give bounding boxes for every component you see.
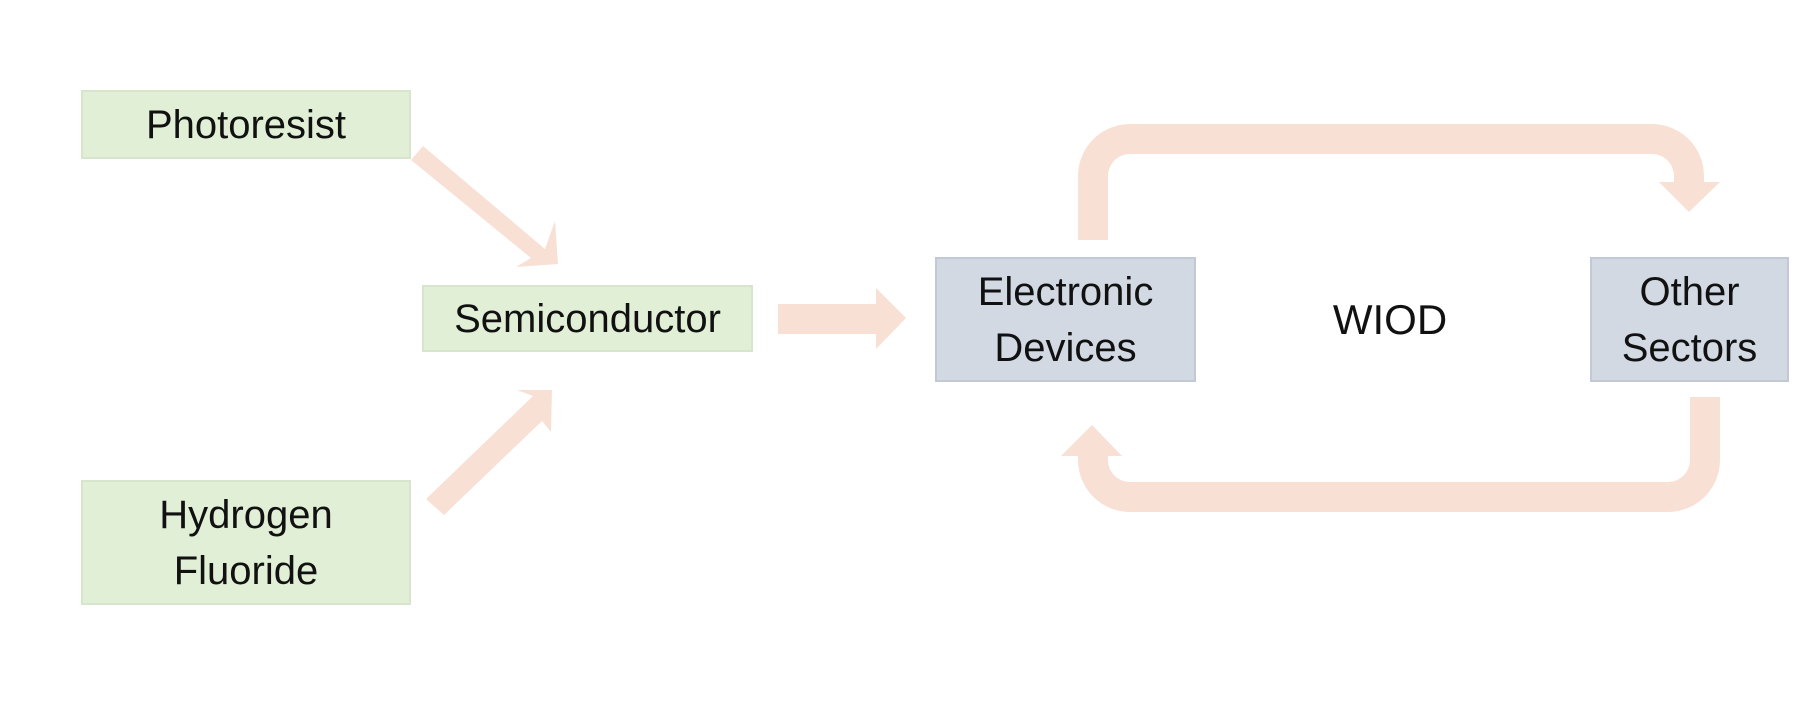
node-photoresist-line-1: Photoresist xyxy=(145,102,347,147)
node-electronic-devices-line-1: Electronic xyxy=(977,269,1154,314)
wiod-label: WIOD xyxy=(1332,296,1448,343)
arrow-hf-to-semiconductor xyxy=(426,390,552,515)
node-electronic-devices: Electronic Devices xyxy=(935,257,1196,382)
arrow-electronic-to-other xyxy=(1078,124,1720,240)
node-semiconductor: Semiconductor xyxy=(422,285,753,352)
node-other-sectors: Other Sectors xyxy=(1590,257,1789,382)
arrow-semiconductor-to-electronic xyxy=(778,288,906,349)
node-photoresist: Photoresist xyxy=(81,90,411,159)
node-hydrogen-fluoride-line-2: Fluoride xyxy=(173,548,319,593)
arrow-other-to-electronic xyxy=(1061,397,1720,512)
node-electronic-devices-line-2: Devices xyxy=(994,325,1137,370)
node-other-sectors-line-2: Sectors xyxy=(1621,325,1758,370)
node-hydrogen-fluoride-line-1: Hydrogen xyxy=(159,492,333,537)
arrow-photoresist-to-semiconductor xyxy=(411,146,558,267)
node-other-sectors-line-1: Other xyxy=(1639,269,1740,314)
node-hydrogen-fluoride: Hydrogen Fluoride xyxy=(81,480,411,605)
node-semiconductor-line-1: Semiconductor xyxy=(454,296,721,341)
